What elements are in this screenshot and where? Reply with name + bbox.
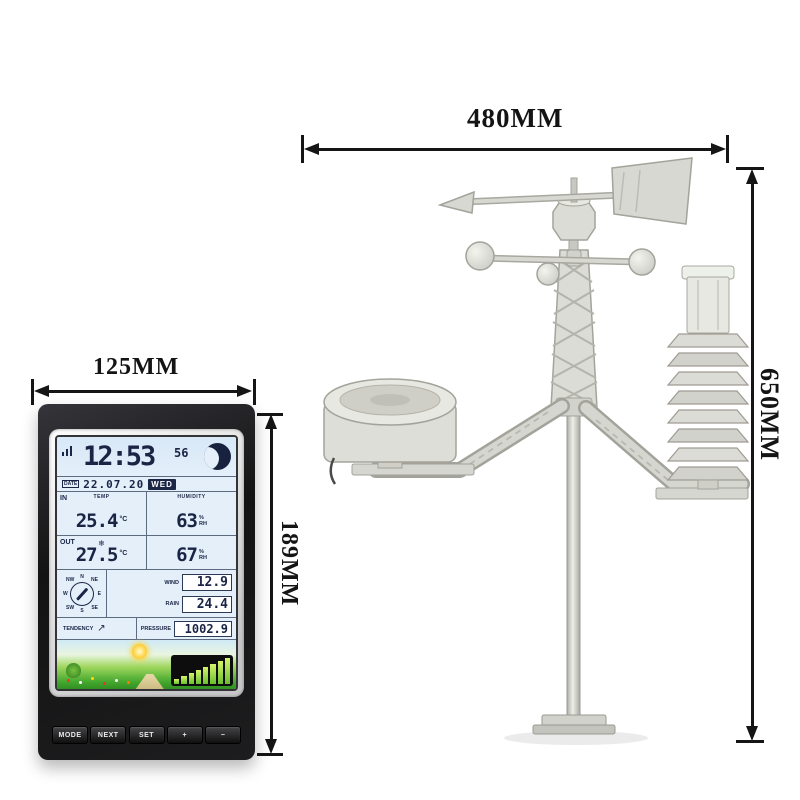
anemometer-cup <box>536 262 560 286</box>
next-button[interactable]: NEXT <box>90 726 127 744</box>
dimension-label-console-width: 125MM <box>93 354 180 380</box>
date-section: DATE 22.07.20 WED <box>57 477 236 492</box>
rf-signal-icon <box>62 445 75 456</box>
console-buttons: MODE NEXT SET + − <box>52 726 241 744</box>
outdoor-humidity-value: 67 <box>176 544 198 566</box>
wind-readout: WIND 12.9 <box>107 574 232 592</box>
weekday-value: WED <box>148 478 176 490</box>
wind-compass-icon: NW N NE W E SW S SE <box>63 574 101 614</box>
dimension-tick <box>253 379 256 405</box>
wind-vane <box>437 157 693 225</box>
anemometer <box>465 195 656 286</box>
trend-arrow-icon: ↗ <box>97 622 106 634</box>
outdoor-temp-cell: OUT 27.5 °C ❄ <box>57 536 146 569</box>
display-console: 12:53 56 DATE 22.07.20 WED IN TEMP 25.4 … <box>38 404 255 760</box>
pressure-readout: PRESSURE 1002.9 <box>135 618 236 639</box>
time-section: 12:53 56 <box>57 437 236 477</box>
rain-label: RAIN <box>165 601 179 608</box>
humidity-unit: %RH <box>198 514 207 527</box>
anemometer-cup <box>628 248 656 276</box>
tendency-readout: TENDENCY ↗ <box>57 618 136 639</box>
dimension-arrow-station-width <box>304 143 726 155</box>
dimension-tick <box>31 379 34 405</box>
rain-value: 24.4 <box>182 595 232 613</box>
dimension-arrow-station-height <box>746 169 758 741</box>
radiation-shield <box>666 265 750 490</box>
clock-time: 12:53 <box>83 441 156 472</box>
indoor-label: IN <box>60 495 67 502</box>
sun-icon <box>132 643 148 659</box>
mode-button[interactable]: MODE <box>52 726 88 744</box>
wind-value: 12.9 <box>182 574 232 592</box>
indoor-temp-cell: IN TEMP 25.4 °C <box>57 492 146 535</box>
dimension-label-station-width: 480MM <box>467 103 564 133</box>
dimension-tick <box>301 135 304 163</box>
dimension-tick <box>736 740 764 743</box>
flowers-graphic <box>67 679 70 682</box>
clock-seconds: 56 <box>174 446 189 460</box>
dimension-label-station-height: 650MM <box>755 368 784 462</box>
wind-rain-section: NW N NE W E SW S SE WIND 12.9 <box>57 570 236 618</box>
temp-unit: °C <box>119 516 128 523</box>
indoor-section: IN TEMP 25.4 °C HUMIDITY 63 %RH <box>57 492 236 536</box>
rain-readout: RAIN 24.4 <box>107 595 232 613</box>
outdoor-humidity-cell: 67 %RH <box>146 536 236 569</box>
humidity-unit: %RH <box>198 548 207 561</box>
temp-header: TEMP <box>93 494 110 500</box>
tendency-label: TENDENCY <box>63 625 94 632</box>
outdoor-sensor-station <box>323 157 750 745</box>
humidity-header: HUMIDITY <box>177 494 206 500</box>
sensor-cable <box>329 457 337 485</box>
indoor-temp-value: 25.4 <box>75 510 119 532</box>
right-support-arm <box>578 400 750 500</box>
forecast-moon-icon <box>204 443 231 470</box>
anemometer-cup <box>465 241 495 271</box>
tree-icon <box>65 663 81 679</box>
dimension-arrow-console-height <box>265 414 277 754</box>
minus-button[interactable]: − <box>205 726 241 744</box>
set-button[interactable]: SET <box>128 726 165 744</box>
dimension-tick <box>726 135 729 163</box>
left-support-arm <box>351 398 570 478</box>
temp-unit: °C <box>119 550 128 557</box>
dimension-arrow-console-width <box>34 385 252 397</box>
screen-bezel: 12:53 56 DATE 22.07.20 WED IN TEMP 25.4 … <box>49 429 244 697</box>
wind-rain-values: WIND 12.9 RAIN 24.4 <box>106 570 236 617</box>
dimension-tick <box>736 167 764 170</box>
pressure-label: PRESSURE <box>140 625 171 632</box>
pressure-section: TENDENCY ↗ PRESSURE 1002.9 <box>57 618 236 640</box>
vane-pointer <box>437 190 475 214</box>
pressure-value: 1002.9 <box>174 620 232 637</box>
frost-icon: ❄ <box>98 539 105 548</box>
path-graphic <box>135 674 164 689</box>
outdoor-section: OUT 27.5 °C ❄ 67 %RH <box>57 536 236 570</box>
history-bar-graph <box>171 655 233 686</box>
wind-label: WIND <box>164 579 179 586</box>
outdoor-label: OUT <box>60 539 75 546</box>
lcd-screen: 12:53 56 DATE 22.07.20 WED IN TEMP 25.4 … <box>55 435 238 691</box>
date-value: 22.07.20 <box>83 477 145 491</box>
landscape-graphic <box>57 640 236 689</box>
vane-fin <box>611 157 693 225</box>
dimension-tick <box>257 753 283 756</box>
indoor-humidity-cell: HUMIDITY 63 %RH <box>146 492 236 535</box>
indoor-humidity-value: 63 <box>176 510 198 532</box>
mounting-pole <box>532 404 616 735</box>
date-label: DATE <box>62 480 80 488</box>
rain-gauge <box>323 378 457 485</box>
plus-button[interactable]: + <box>166 726 203 744</box>
outdoor-temp-value: 27.5 <box>75 544 119 566</box>
